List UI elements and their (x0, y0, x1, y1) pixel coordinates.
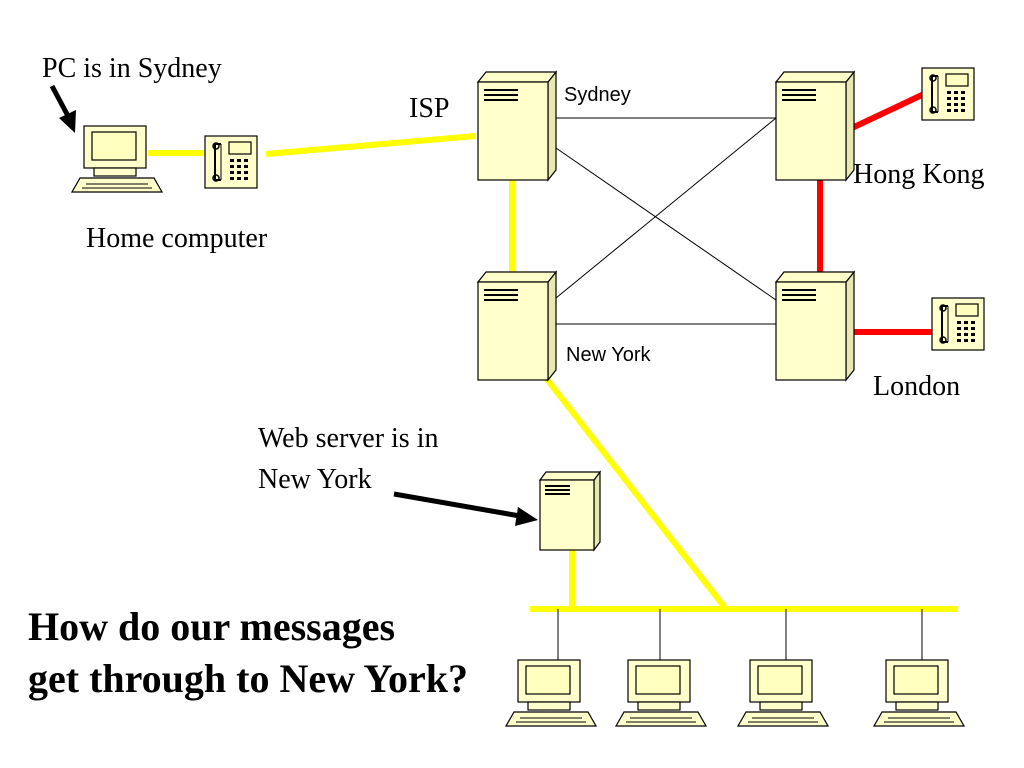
pc-location-arrow (49, 84, 76, 133)
link-sydney-london (555, 147, 777, 301)
web-server-label-line1: Web server is in (258, 423, 438, 454)
new-york-server-icon (477, 271, 557, 381)
link-newyork-lan (543, 376, 729, 611)
hong-kong-phone-icon (921, 67, 975, 121)
link-modem-isp (265, 133, 477, 157)
london-phone-icon (931, 297, 985, 351)
lan-computer-3-icon (737, 659, 829, 727)
london-label: London (873, 371, 960, 402)
isp-sydney-server-icon (477, 71, 557, 181)
isp-label: ISP (409, 93, 449, 124)
home-modem-phone-icon (204, 135, 258, 189)
sydney-label: Sydney (564, 84, 631, 106)
question-line1: How do our messages (28, 604, 395, 649)
london-server-icon (775, 271, 855, 381)
web-server-arrow (393, 491, 538, 526)
link-hongkong-phone (850, 91, 926, 131)
lan-computer-2-icon (615, 659, 707, 727)
local-links (148, 133, 958, 612)
web-server-label-line2: New York (258, 464, 372, 495)
phone-links (817, 91, 932, 335)
web-server-icon (539, 471, 601, 551)
question-line2: get through to New York? (28, 656, 468, 701)
lan-drops (557, 609, 923, 662)
hong-kong-label: Hong Kong (853, 159, 984, 190)
new-york-label: New York (566, 344, 651, 366)
lan-computer-4-icon (873, 659, 965, 727)
hong-kong-server-icon (775, 71, 855, 181)
pc-location-label: PC is in Sydney (42, 53, 222, 84)
lan-computer-1-icon (505, 659, 597, 727)
home-computer-icon (71, 125, 163, 193)
link-newyork-hongkong (555, 117, 777, 299)
backbone-links (555, 117, 777, 325)
home-computer-label: Home computer (86, 223, 268, 254)
